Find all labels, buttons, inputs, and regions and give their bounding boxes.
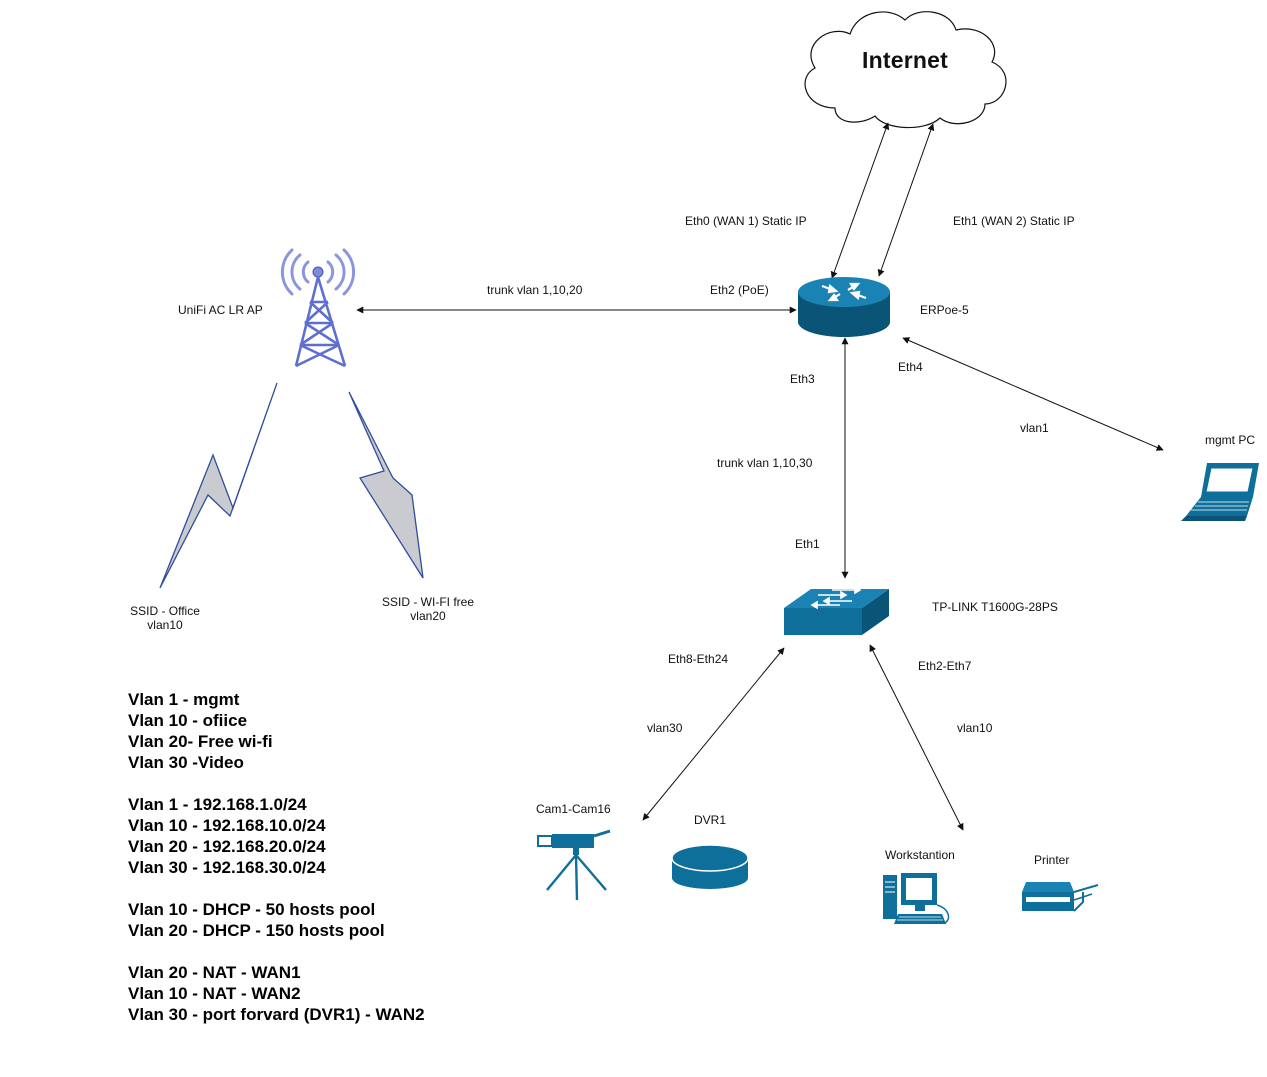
workstation-icon <box>883 873 950 924</box>
wan1-label: Eth0 (WAN 1) Static IP <box>685 214 807 228</box>
note-line: Vlan 20 - 192.168.20.0/24 <box>128 837 326 856</box>
notes-vlan-names: Vlan 1 - mgmt Vlan 10 - ofiice Vlan 20- … <box>128 689 425 773</box>
router-eth4-label: Eth4 <box>898 360 923 374</box>
cameras-label: Cam1-Cam16 <box>536 802 611 816</box>
switch-right-ports-label: Eth2-Eth7 <box>918 659 972 673</box>
note-line: Vlan 10 - DHCP - 50 hosts pool <box>128 900 376 919</box>
left-vlan-label: vlan30 <box>647 721 683 735</box>
note-line: Vlan 20 - NAT - WAN1 <box>128 963 301 982</box>
ssid-free-vlan: vlan20 <box>410 609 446 623</box>
note-line: Vlan 1 - mgmt <box>128 690 240 709</box>
printer-label: Printer <box>1034 853 1070 867</box>
dvr-label: DVR1 <box>694 813 727 827</box>
note-line: Vlan 20 - DHCP - 150 hosts pool <box>128 921 385 940</box>
ap-port-label: Eth2 (PoE) <box>710 283 769 297</box>
notes-dhcp: Vlan 10 - DHCP - 50 hosts pool Vlan 20 -… <box>128 899 425 941</box>
switch-left-ports-label: Eth8-Eth24 <box>668 652 729 666</box>
mgmt-vlan-label: vlan1 <box>1020 421 1049 435</box>
switch-eth1-label: Eth1 <box>795 537 820 551</box>
note-line: Vlan 10 - 192.168.10.0/24 <box>128 816 326 835</box>
ap-label: UniFi AC LR AP <box>178 303 263 317</box>
printer-icon <box>1022 882 1099 912</box>
wireless-link-free-icon <box>348 391 424 579</box>
ap-trunk-label: trunk vlan 1,10,20 <box>487 283 583 297</box>
camera-icon <box>537 829 611 901</box>
link-wan1 <box>830 122 890 279</box>
note-line: Vlan 10 - ofiice <box>128 711 248 730</box>
wireless-link-office-icon <box>159 382 278 589</box>
note-line: Vlan 20- Free wi-fi <box>128 732 273 751</box>
vlan-notes: Vlan 1 - mgmt Vlan 10 - ofiice Vlan 20- … <box>128 689 425 1046</box>
notes-nat: Vlan 20 - NAT - WAN1 Vlan 10 - NAT - WAN… <box>128 962 425 1025</box>
ssid-free-label: SSID - WI-FI free vlan20 <box>382 595 474 623</box>
note-line: Vlan 30 -Video <box>128 753 244 772</box>
notes-subnets: Vlan 1 - 192.168.1.0/24 Vlan 10 - 192.16… <box>128 794 425 878</box>
ssid-office-vlan: vlan10 <box>147 618 183 632</box>
laptop-icon <box>1181 463 1259 521</box>
switch-trunk-label: trunk vlan 1,10,30 <box>717 456 813 470</box>
router-label: ERPoe-5 <box>920 303 969 317</box>
dvr-icon <box>671 844 749 889</box>
access-point-icon <box>280 248 356 368</box>
link-switch-workstation <box>869 644 964 831</box>
switch-icon <box>784 585 889 635</box>
wan2-label: Eth1 (WAN 2) Static IP <box>953 214 1075 228</box>
connections <box>356 122 1164 831</box>
note-line: Vlan 10 - NAT - WAN2 <box>128 984 301 1003</box>
note-line: Vlan 30 - 192.168.30.0/24 <box>128 858 326 877</box>
note-line: Vlan 30 - port forvard (DVR1) - WAN2 <box>128 1005 425 1024</box>
link-switch-cameras <box>642 647 785 821</box>
switch-label: TP-LINK T1600G-28PS <box>932 600 1058 614</box>
note-line: Vlan 1 - 192.168.1.0/24 <box>128 795 307 814</box>
workstation-label: Workstantion <box>885 848 955 862</box>
link-wan2 <box>877 123 935 277</box>
right-vlan-label: vlan10 <box>957 721 993 735</box>
ssid-office-name: SSID - Office <box>130 604 200 618</box>
router-icon <box>798 277 890 337</box>
ssid-free-name: SSID - WI-FI free <box>381 595 475 609</box>
link-router-mgmt <box>902 337 1164 451</box>
internet-label: Internet <box>862 47 948 73</box>
ssid-office-label: SSID - Office vlan10 <box>130 604 200 632</box>
mgmt-pc-label: mgmt PC <box>1205 433 1256 447</box>
router-eth3-label: Eth3 <box>790 372 815 386</box>
